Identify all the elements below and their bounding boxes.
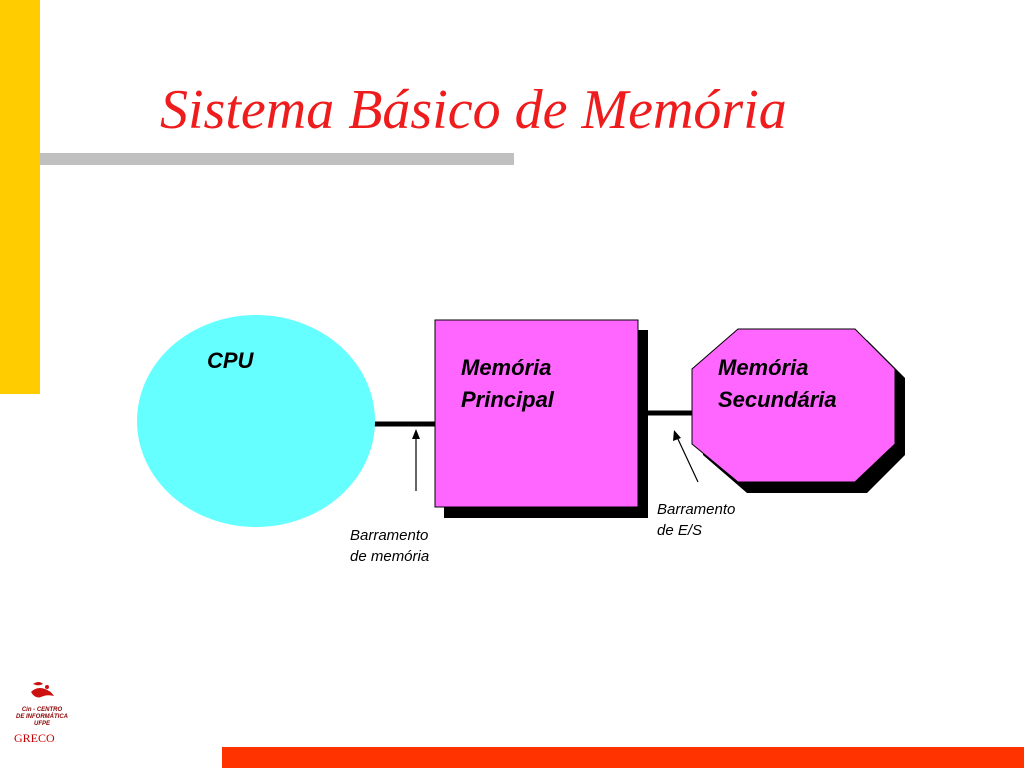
io-bus-arrowhead — [673, 430, 681, 441]
secondary-memory-label-line1: Memória — [718, 355, 808, 380]
memory-bus-label-line2: de memória — [350, 548, 429, 565]
main-memory-box — [434, 319, 639, 508]
cpu-ellipse — [137, 315, 375, 527]
memory-bus-label-line1: Barramento — [350, 527, 428, 544]
logo-text-line3: UFPE — [33, 721, 50, 727]
title-underline — [40, 153, 514, 165]
yellow-accent-bar — [0, 0, 40, 394]
greco-label: GRECO — [14, 731, 55, 745]
cpu-label: CPU — [207, 348, 255, 373]
footer-accent-bar — [222, 747, 1024, 768]
slide-title: Sistema Básico de Memória — [160, 79, 787, 141]
io-bus-arrow — [676, 436, 699, 483]
main-memory-label-line2: Principal — [461, 387, 555, 412]
secondary-memory-octagon — [691, 328, 896, 483]
memory-bus-arrowhead — [412, 429, 420, 439]
main-memory-label-line1: Memória — [461, 355, 551, 380]
logo-text-line2: DE INFORMÁTICA — [16, 714, 68, 720]
cin-ufpe-logo: Cin - CENTRO DE INFORMÁTICA UFPE — [12, 680, 72, 728]
cin-ufpe-logo-icon — [31, 682, 54, 698]
io-bus-label-line1: Barramento — [657, 501, 735, 518]
logo-text-line1: Cin - CENTRO — [21, 707, 63, 713]
secondary-memory-label-line2: Secundária — [718, 387, 837, 412]
io-bus-label-line2: de E/S — [657, 522, 702, 539]
